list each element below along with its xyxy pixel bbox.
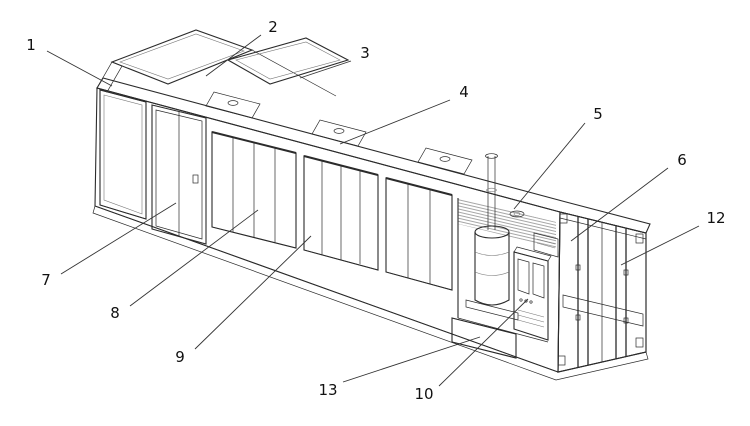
callout-leader-6	[570, 167, 669, 242]
callout-label-4: 4	[459, 83, 469, 101]
callout-label-6: 6	[677, 151, 687, 169]
callout-leader-13	[342, 336, 481, 383]
roof-band	[96, 77, 651, 234]
left-louver-panel	[99, 89, 147, 220]
callout-label-7: 7	[41, 271, 51, 289]
rack-grid-1	[211, 131, 297, 249]
roof-hatch-2	[311, 119, 367, 147]
rack-grid-3	[385, 177, 453, 291]
corner-casting	[635, 337, 644, 348]
callout-label-8: 8	[110, 304, 120, 322]
container-drawing	[92, 29, 651, 381]
storage-tank	[474, 225, 510, 306]
roof-flap-left-corner	[96, 61, 123, 93]
corner-casting	[635, 233, 644, 244]
roof-hatch-3	[417, 147, 473, 175]
roof-flap-2	[226, 37, 350, 85]
roof-flange	[509, 210, 525, 218]
right-end-doors	[557, 211, 647, 373]
roof-hatch-1	[205, 91, 261, 119]
hatch-handle	[439, 156, 451, 162]
hatch-handle	[333, 128, 345, 134]
callout-label-1: 1	[26, 36, 36, 54]
door-lock-rods	[575, 217, 629, 367]
callout-label-9: 9	[175, 348, 185, 366]
callout-leader-4	[339, 99, 451, 145]
callout-leader-3	[299, 60, 352, 79]
callout-label-10: 10	[414, 385, 433, 403]
callout-label-2: 2	[268, 18, 278, 36]
callout-leader-2	[205, 34, 262, 77]
door-vent-band	[562, 294, 644, 327]
corner-casting	[559, 213, 568, 224]
floor-vent-grille	[451, 317, 517, 359]
hatch-handle	[227, 100, 239, 106]
callout-leader-8	[129, 209, 259, 307]
callout-leader-12	[620, 225, 700, 266]
callout-leader-9	[194, 235, 312, 350]
callout-leader-5	[513, 122, 586, 210]
interior-opening	[457, 198, 556, 368]
callout-leader-7	[60, 202, 177, 275]
callout-label-13: 13	[318, 381, 337, 399]
control-cabinet	[513, 246, 552, 341]
callout-label-3: 3	[360, 44, 370, 62]
callout-label-12: 12	[706, 209, 725, 227]
callout-label-5: 5	[593, 105, 603, 123]
callout-leader-1	[46, 50, 113, 87]
callout-leader-10	[438, 298, 529, 387]
access-door	[151, 104, 207, 245]
roof-flap-1	[110, 29, 337, 97]
rack-grid-2	[303, 155, 379, 271]
cabinet-top-unit	[533, 232, 559, 258]
corner-casting	[557, 355, 566, 366]
